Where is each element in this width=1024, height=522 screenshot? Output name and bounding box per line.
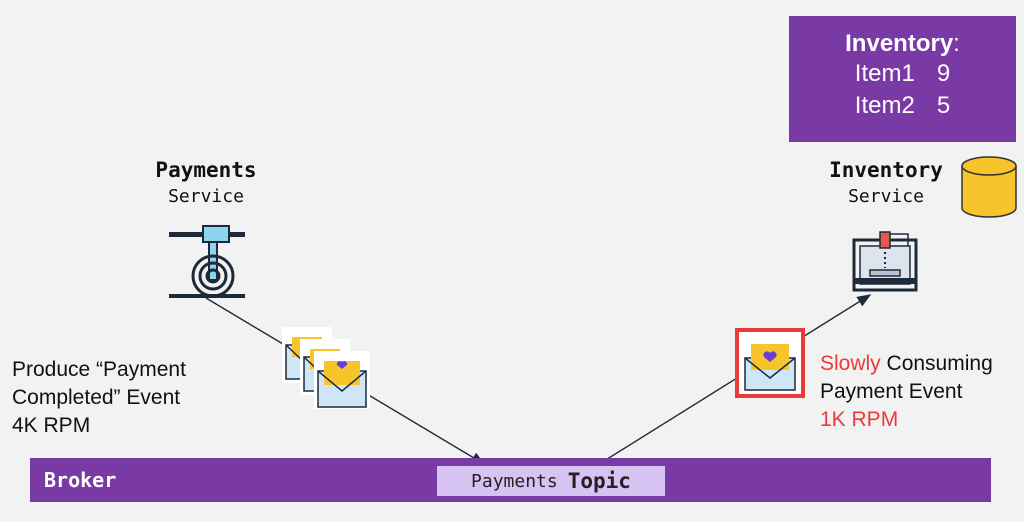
printer-3d-icon [852,231,918,292]
inventory-service-subtitle: Service [848,186,924,207]
producer-note: Produce “Payment Completed” Event 4K RPM [12,358,186,437]
inventory-panel-title: Inventory: [845,30,960,57]
consumer-rate: 1K RPM [820,408,899,431]
slowly-label: Slowly [820,352,881,375]
payments-service-label: Payments Service [140,158,272,207]
envelope-icon [735,328,805,398]
payments-service-title: Payments [155,158,257,182]
consume-arrow [595,294,872,467]
envelope-stack-icon [282,327,370,409]
broker-label: Broker [44,468,117,492]
inventory-service-title: Inventory [829,158,943,182]
payments-service-subtitle: Service [168,186,244,207]
database-cylinder-icon [961,156,1017,218]
inventory-service-label: Inventory Service [820,158,952,207]
sewing-machine-icon [169,225,245,298]
consumer-note: Slowly Consuming Payment Event 1K RPM [820,350,993,434]
